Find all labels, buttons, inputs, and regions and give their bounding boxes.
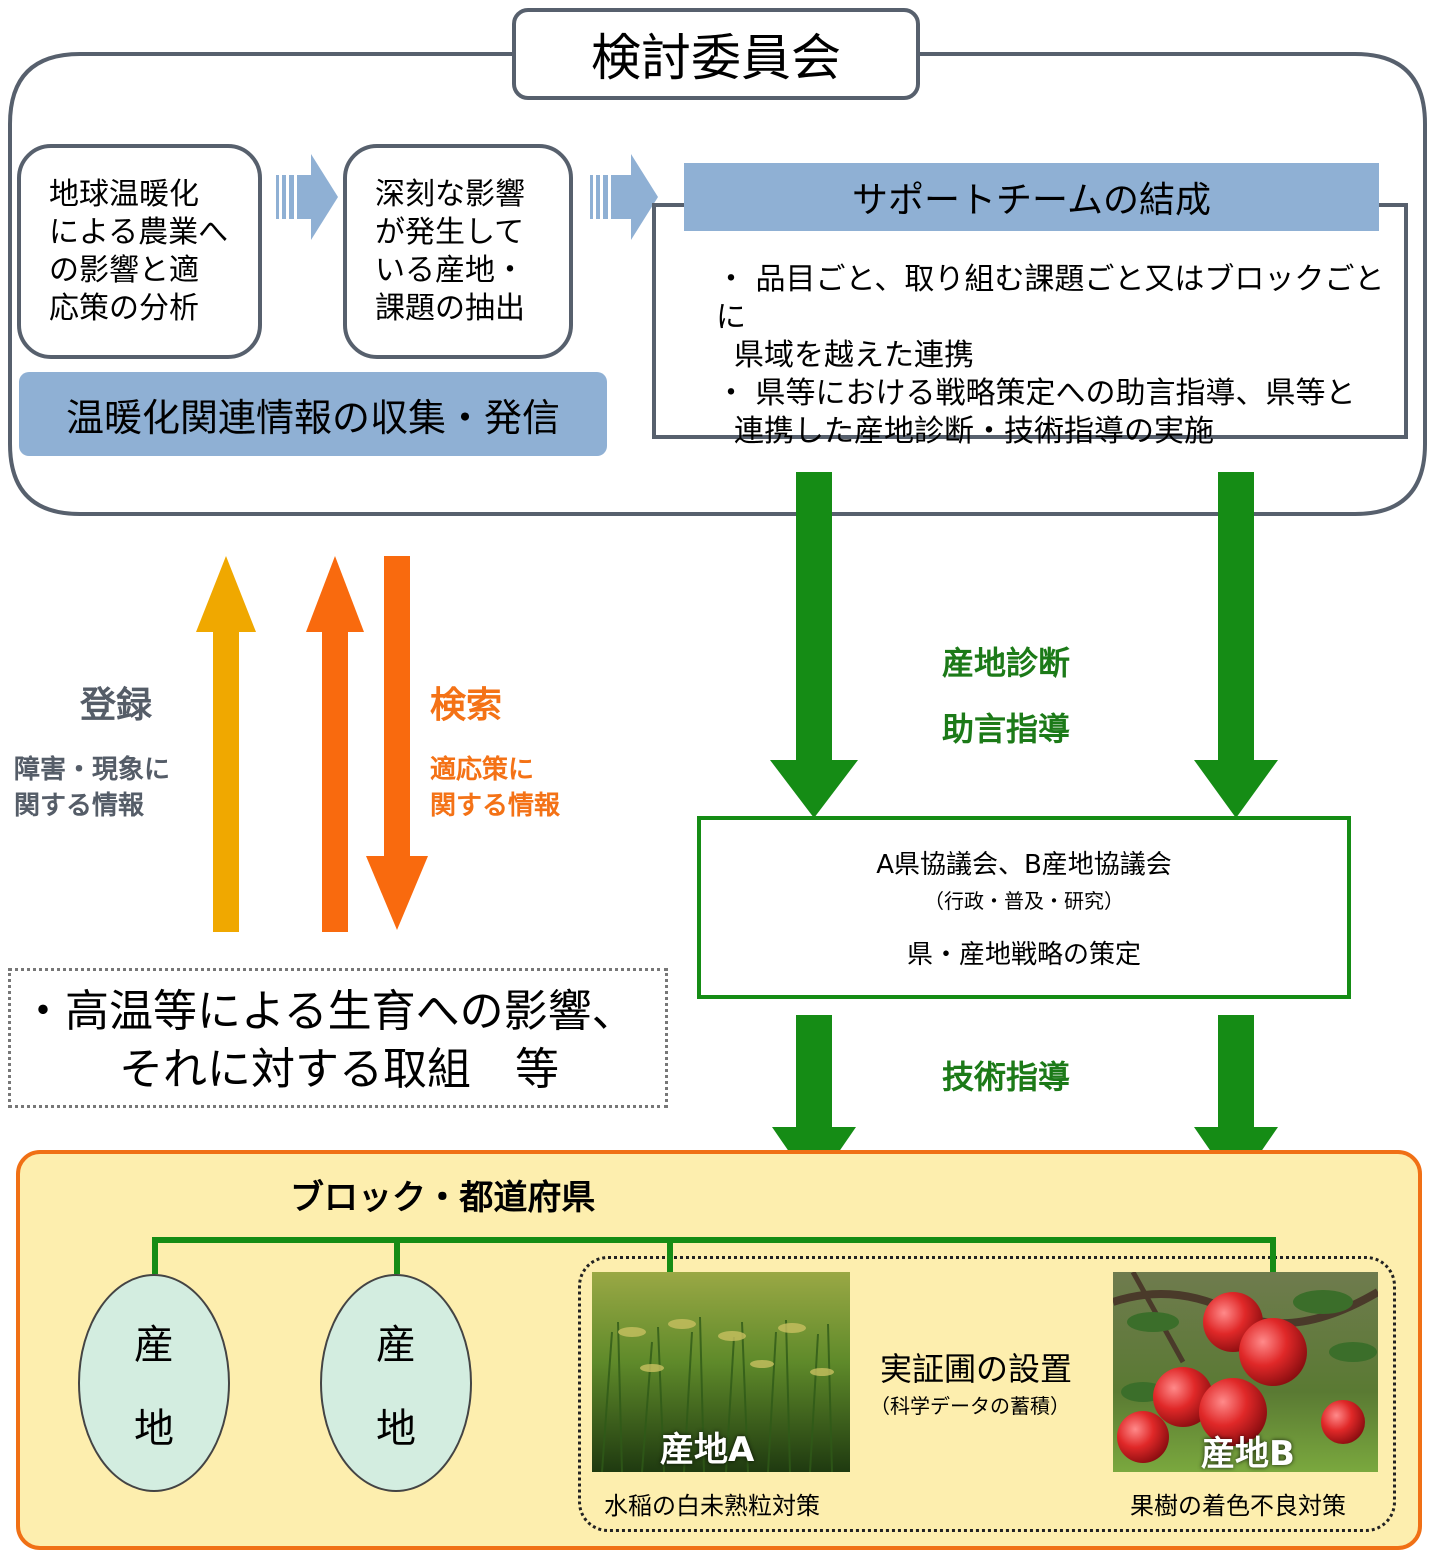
committee-title-text: 検討委員会 bbox=[591, 29, 841, 87]
site-a-label: 産地A bbox=[660, 1430, 755, 1470]
support-team-title-bar: サポートチームの結成 bbox=[684, 163, 1379, 231]
council-title: A県協議会、B産地協議会 bbox=[876, 850, 1172, 880]
region-title: ブロック・都道府県 bbox=[290, 1178, 596, 1218]
search-sub: 適応策に 関する情報 bbox=[430, 752, 560, 824]
register-sub: 障害・現象に 関する情報 bbox=[14, 752, 170, 824]
ellipse-char: 地 bbox=[376, 1406, 416, 1452]
committee-frame bbox=[8, 52, 1427, 516]
site-b-caption: 果樹の着色不良対策 bbox=[1130, 1492, 1346, 1520]
flow-arrow-2 bbox=[590, 154, 658, 240]
site-a-caption: 水稲の白未熟粒対策 bbox=[604, 1492, 820, 1520]
advice-label: 助言指導 bbox=[942, 710, 1071, 748]
council-subtitle: （行政・普及・研究） bbox=[924, 889, 1124, 913]
team-bullet-2a: ・ 県等における戦略策定への助言指導、県等と bbox=[716, 376, 1356, 411]
register-sub-line: 障害・現象に bbox=[14, 755, 171, 785]
support-team-box: ・ 品目ごと、取り組む課題ごと又はブロックごとに 県域を越えた連携 ・ 県等にお… bbox=[652, 203, 1408, 449]
register-label: 登録 bbox=[80, 685, 153, 726]
analysis-box: 地球温暖化 による農業へ の影響と適 応策の分析 bbox=[17, 144, 262, 359]
extraction-line: 深刻な影響 bbox=[375, 177, 525, 212]
diagnosis-label: 産地診断 bbox=[942, 644, 1071, 682]
analysis-line: 地球温暖化 bbox=[49, 177, 199, 212]
analysis-line: 応策の分析 bbox=[49, 291, 199, 326]
production-area-ellipse: 産 地 bbox=[78, 1274, 230, 1492]
analysis-line: による農業へ bbox=[49, 215, 229, 250]
search-sub-line: 関する情報 bbox=[430, 791, 561, 821]
production-area-ellipse: 産 地 bbox=[320, 1274, 472, 1492]
extraction-line: 課題の抽出 bbox=[375, 291, 525, 326]
tech-label: 技術指導 bbox=[942, 1058, 1071, 1096]
info-bar-label: 温暖化関連情報の収集・発信 bbox=[65, 395, 560, 440]
register-sub-line: 関する情報 bbox=[14, 791, 145, 821]
diagnosis-arrow-right bbox=[1194, 472, 1278, 818]
search-up-arrow bbox=[306, 556, 364, 932]
support-team-title: サポートチームの結成 bbox=[852, 180, 1211, 221]
rice-photo-illustration bbox=[592, 1272, 850, 1472]
info-bar: 温暖化関連情報の収集・発信 bbox=[19, 372, 607, 456]
flow-arrow-1 bbox=[276, 154, 338, 240]
search-down-arrow bbox=[366, 556, 428, 930]
analysis-line: の影響と適 bbox=[49, 253, 199, 288]
ellipse-char: 産 bbox=[376, 1322, 416, 1368]
demo-title: 実証圃の設置 bbox=[880, 1350, 1073, 1388]
team-bullet-2b: 連携した産地診断・技術指導の実施 bbox=[734, 414, 1214, 449]
site-b-label: 産地B bbox=[1201, 1434, 1295, 1472]
council-box: A県協議会、B産地協議会 （行政・普及・研究） 県・産地戦略の策定 bbox=[697, 816, 1351, 999]
diagnosis-arrow-left bbox=[770, 472, 858, 818]
ellipse-char: 産 bbox=[134, 1322, 174, 1368]
demo-frame bbox=[578, 1256, 1396, 1532]
observation-line: ・高温等による生育への影響、 bbox=[21, 986, 636, 1037]
observation-line: それに対する取組 等 bbox=[119, 1044, 559, 1095]
apple-photo-illustration bbox=[1113, 1272, 1378, 1472]
search-sub-line: 適応策に bbox=[430, 755, 535, 785]
extraction-box: 深刻な影響 が発生して いる産地・ 課題の抽出 bbox=[343, 144, 573, 359]
search-label: 検索 bbox=[430, 685, 503, 726]
rice-field-image: 産地A bbox=[592, 1272, 850, 1472]
ellipse-char: 地 bbox=[134, 1406, 174, 1452]
demo-subtitle: （科学データの蓄積） bbox=[870, 1394, 1070, 1418]
observations-box: ・高温等による生育への影響、 それに対する取組 等 bbox=[8, 968, 668, 1108]
committee-title: 検討委員会 bbox=[512, 8, 920, 100]
team-bullet-1a: ・ 品目ごと、取り組む課題ごと又はブロックごとに bbox=[716, 262, 1385, 335]
team-bullet-1b: 県域を越えた連携 bbox=[734, 338, 974, 373]
extraction-line: いる産地・ bbox=[375, 253, 525, 288]
apple-tree-image: 産地B bbox=[1113, 1272, 1378, 1472]
extraction-line: が発生して bbox=[375, 215, 525, 250]
register-arrow bbox=[196, 556, 256, 932]
council-strategy: 県・産地戦略の策定 bbox=[906, 940, 1141, 970]
